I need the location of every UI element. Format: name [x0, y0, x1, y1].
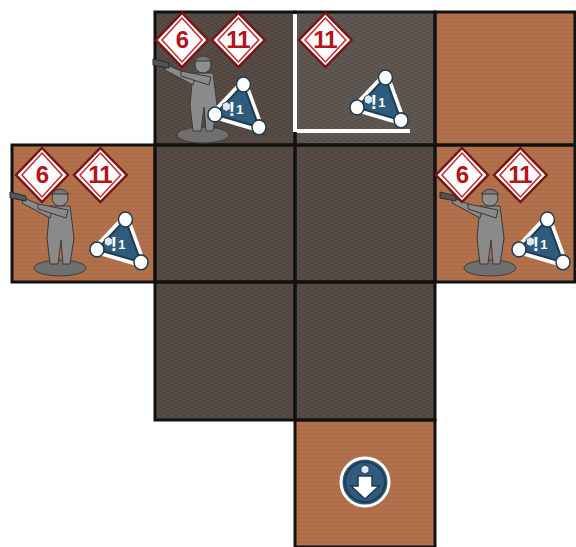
value-label: 6: [456, 161, 468, 189]
token-outline: [205, 76, 267, 138]
stat-diamond: 11: [298, 12, 353, 68]
stat-diamond: 6: [155, 12, 209, 68]
stat-diamond: 11: [73, 147, 128, 203]
token-outline: [509, 211, 571, 273]
token-outline: [87, 211, 149, 273]
count-label: 1: [236, 102, 243, 117]
stat-diamond: 6: [435, 147, 489, 203]
count-label: 1: [540, 237, 547, 252]
value-label: 11: [88, 161, 111, 189]
count-label: 1: [378, 95, 385, 110]
value-label: !: [111, 233, 118, 256]
value-label: 11: [313, 26, 336, 54]
deploy-token: [341, 458, 389, 506]
value-label: !: [371, 91, 378, 114]
count-label: 1: [118, 237, 125, 252]
value-label: 11: [508, 161, 531, 189]
activation-token: !1: [347, 69, 409, 131]
grid-lines: [12, 12, 575, 547]
value-label: !: [533, 233, 540, 256]
token-outline: [347, 69, 409, 131]
floor-texture: [12, 12, 575, 547]
stat-diamond: 11: [493, 147, 548, 203]
activation-token: !1: [87, 211, 149, 273]
value-label: 6: [176, 26, 188, 54]
activation-token: !1: [509, 211, 571, 273]
value-label: 6: [36, 161, 48, 189]
value-label: 11: [226, 26, 249, 54]
floor-tiles: [12, 12, 575, 547]
stat-diamond: 6: [15, 147, 69, 203]
value-label: !: [229, 98, 236, 121]
figures: [10, 56, 516, 276]
walls: [295, 14, 410, 132]
activation-token: !1: [205, 76, 267, 138]
stat-diamond: 11: [211, 12, 266, 68]
